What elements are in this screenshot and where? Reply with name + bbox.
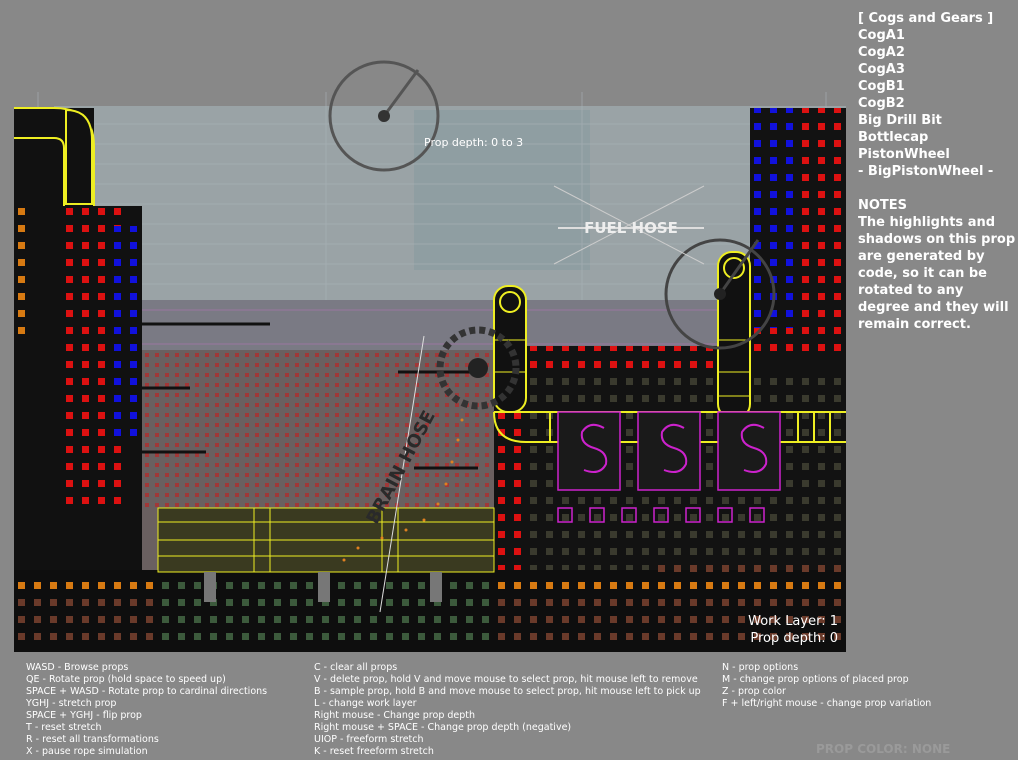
prop-item-coga1[interactable]: CogA1 <box>858 28 905 43</box>
piston-left <box>493 285 527 413</box>
rope-simulation <box>342 418 464 562</box>
help-line: L - change work layer <box>314 698 417 709</box>
level-editor-viewport[interactable]: FUEL HOSE BRAIN HOSE Prop depth: 0 to 3 … <box>14 0 846 652</box>
help-line: SPACE + YGHJ - flip prop <box>26 710 142 721</box>
help-line: M - change prop options of placed prop <box>722 674 909 685</box>
help-line: Right mouse + SPACE - Change prop depth … <box>314 722 572 733</box>
notes-header: NOTES <box>858 198 908 213</box>
prop-color-readout: PROP COLOR: NONE <box>816 742 951 756</box>
help-line: QE - Rotate prop (hold space to speed up… <box>26 674 226 685</box>
prop-item-big-drill-bit[interactable]: Big Drill Bit <box>858 113 942 128</box>
help-line: R - reset all transformations <box>26 734 159 745</box>
help-column-2: C - clear all props V - delete prop, hol… <box>314 662 701 758</box>
prop-item-cogb1[interactable]: CogB1 <box>858 79 905 94</box>
help-line: N - prop options <box>722 662 799 673</box>
fuel-tank-bg <box>414 110 590 270</box>
help-line: K - reset freeform stretch <box>314 746 434 757</box>
help-line: WASD - Browse props <box>26 662 129 673</box>
help-line: SPACE + WASD - Rotate prop to cardinal d… <box>26 686 268 697</box>
prop-item-bigpistonwheel-selected[interactable]: - BigPistonWheel - <box>858 164 994 179</box>
prop-item-coga2[interactable]: CogA2 <box>858 45 905 60</box>
help-line: Z - prop color <box>722 686 786 697</box>
notes-text: The highlights and shadows on this prop … <box>858 215 1016 332</box>
prop-item-cogb2[interactable]: CogB2 <box>858 96 905 111</box>
help-line: F + left/right mouse - change prop varia… <box>722 698 932 709</box>
help-column-1: WASD - Browse props QE - Rotate prop (ho… <box>26 662 267 758</box>
prop-category-header: [ Cogs and Gears ] <box>858 11 994 26</box>
help-line: YGHJ - stretch prop <box>26 698 117 709</box>
prop-depth-hint: Prop depth: 0 to 3 <box>424 136 524 149</box>
help-line: T - reset stretch <box>26 722 102 733</box>
help-line: Right mouse - Change prop depth <box>314 710 476 721</box>
help-column-3: N - prop options M - change prop options… <box>722 662 931 710</box>
prop-browser-panel: [ Cogs and Gears ] CogA1 CogA2 CogA3 Cog… <box>858 10 1016 333</box>
background-grid <box>37 92 846 300</box>
help-line: V - delete prop, hold V and move mouse t… <box>314 674 698 685</box>
help-line: B - sample prop, hold B and move mouse t… <box>314 686 701 697</box>
big-piston-wheel-right <box>664 238 776 350</box>
fuel-hose-sign: FUEL HOSE <box>553 185 705 265</box>
prop-item-bottlecap[interactable]: Bottlecap <box>858 130 929 145</box>
socket-boxes <box>557 411 781 523</box>
level-canvas[interactable]: FUEL HOSE BRAIN HOSE <box>14 0 846 652</box>
prop-depth-readout: Prop depth: 0 <box>750 631 838 646</box>
big-piston-wheel-top <box>328 60 440 172</box>
work-layer-readout: Work Layer: 1 <box>748 614 838 629</box>
piston-right <box>717 251 751 419</box>
placed-gear-prop[interactable] <box>379 326 520 613</box>
yellow-platforms <box>157 507 495 602</box>
prop-item-coga3[interactable]: CogA3 <box>858 62 905 77</box>
pipe-top-left <box>14 107 95 206</box>
prop-item-pistonwheel[interactable]: PistonWheel <box>858 147 950 162</box>
help-line: X - pause rope simulation <box>26 746 148 757</box>
fuel-hose-label: FUEL HOSE <box>584 219 678 237</box>
help-line: UIOP - freeform stretch <box>314 734 424 745</box>
help-line: C - clear all props <box>314 662 398 673</box>
